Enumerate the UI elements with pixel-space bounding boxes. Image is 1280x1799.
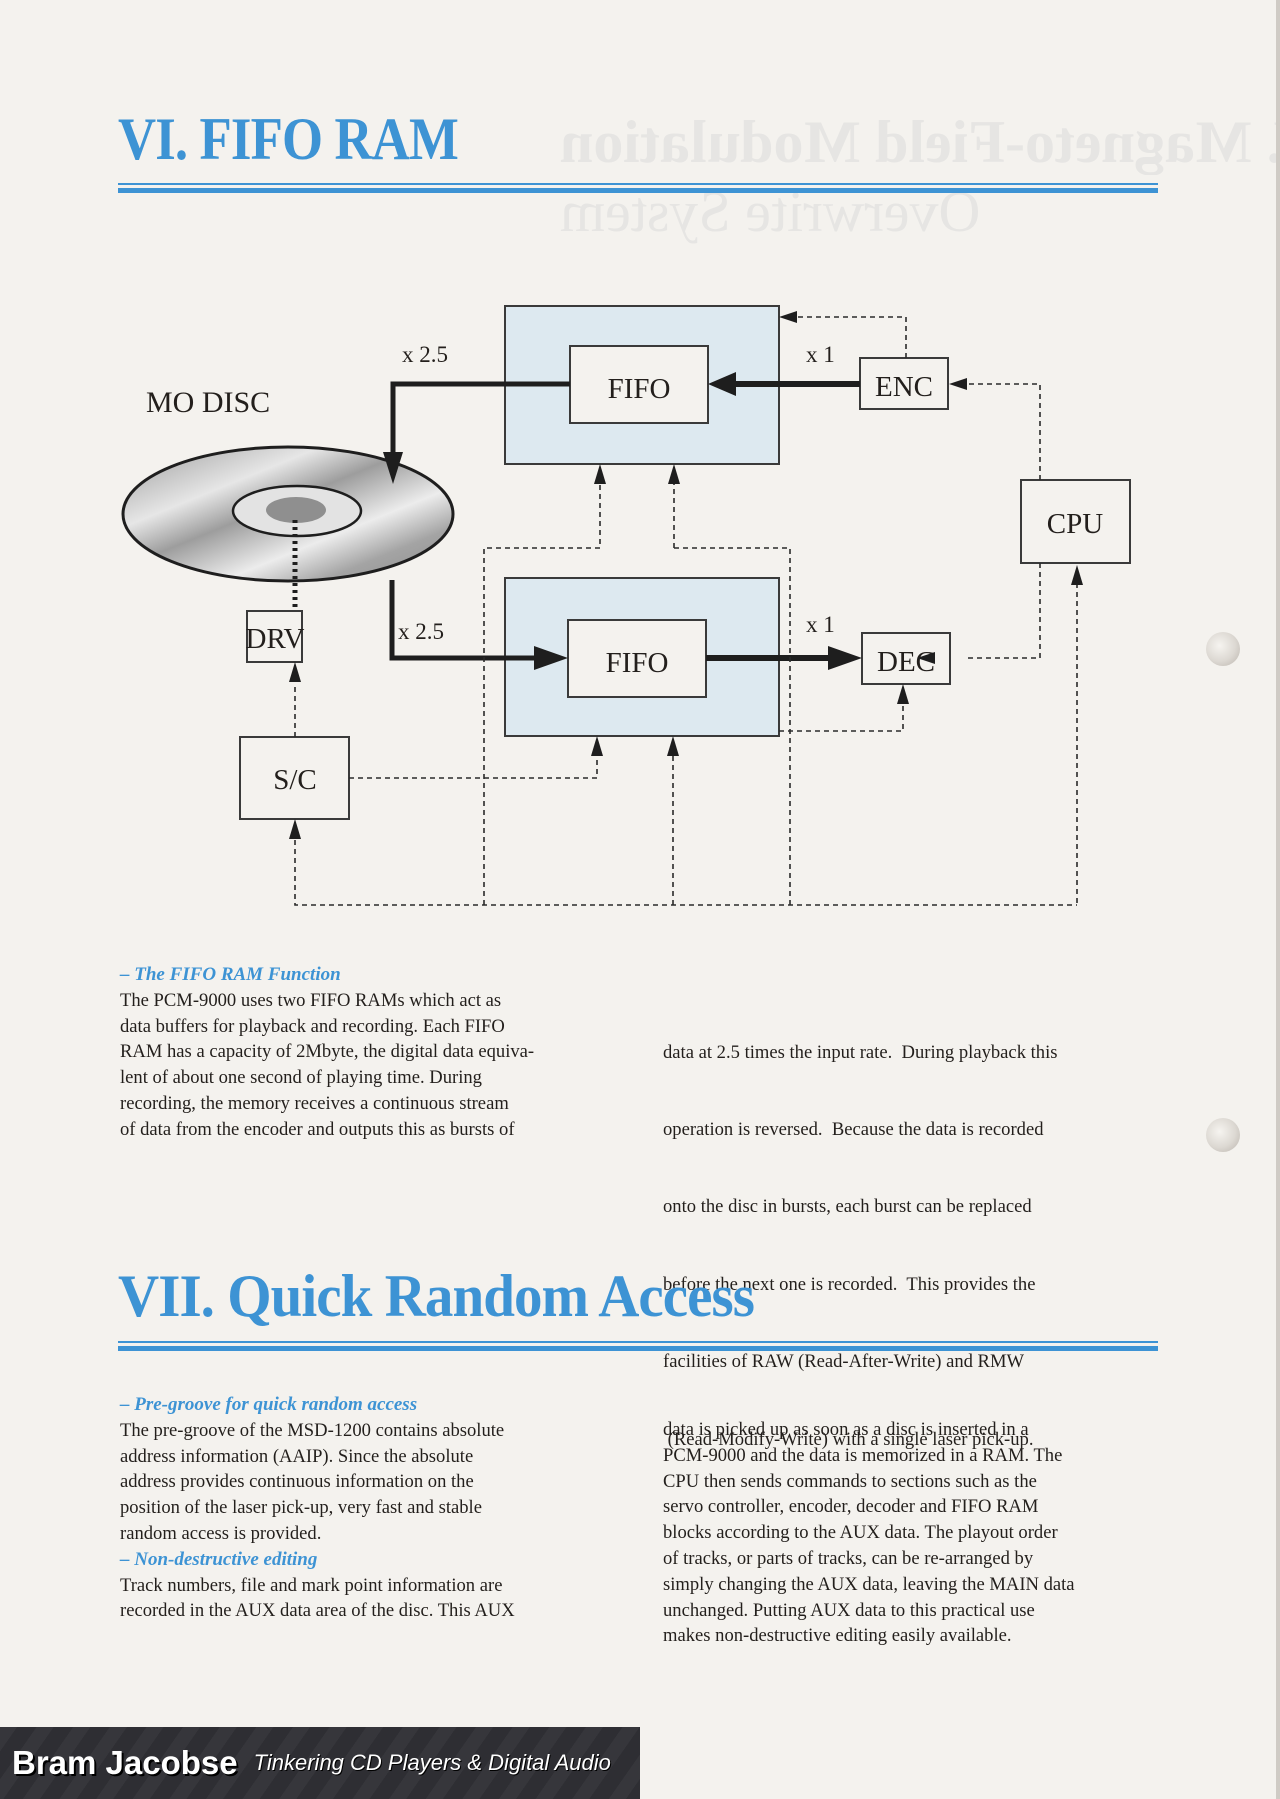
- section-6-title: VI. FIFO RAM: [118, 106, 459, 172]
- text-line: (Read-Modify-Write) with a single laser …: [663, 1428, 1034, 1450]
- cpu-label: CPU: [1047, 508, 1103, 540]
- text-line: recorded in the AUX data area of the dis…: [120, 1600, 515, 1622]
- mo-disc-label: MO DISC: [146, 386, 270, 419]
- page-edge: [1276, 0, 1280, 1799]
- sc-label: S/C: [273, 764, 317, 796]
- text-line: data at 2.5 times the input rate. During…: [663, 1041, 1058, 1063]
- watermark-tagline: Tinkering CD Players & Digital Audio: [253, 1750, 611, 1775]
- text-line: of tracks, or parts of tracks, can be re…: [663, 1547, 1034, 1569]
- text-line: of data from the encoder and outputs thi…: [120, 1118, 515, 1140]
- text-line: Track numbers, file and mark point infor…: [120, 1574, 503, 1596]
- section-7-right-column: data is picked up as soon as a disc is i…: [663, 1417, 1163, 1649]
- text-line: RAM has a capacity of 2Mbyte, the digita…: [120, 1041, 535, 1063]
- fifo-bottom-box: [567, 619, 707, 698]
- fifo-top-label: FIFO: [608, 373, 671, 405]
- fifo-block-diagram: MO DISC FIFO FIFO ENC CPU DEC DRV S/C x …: [121, 305, 1131, 906]
- text-line: CPU then sends commands to sections such…: [663, 1470, 1037, 1492]
- text-line: position of the laser pick-up, very fast…: [120, 1497, 482, 1519]
- watermark-name: Bram Jacobse: [12, 1744, 238, 1781]
- fifo-bottom-label: FIFO: [606, 647, 669, 679]
- enc-box: [859, 357, 949, 410]
- text-line: PCM-9000 and the data is memorized in a …: [663, 1444, 1063, 1466]
- text-line: operation is reversed. Because the data …: [663, 1118, 1044, 1140]
- fifo-top-box: [569, 345, 709, 424]
- section-7-left-column: – Pre-groove for quick random access The…: [120, 1392, 620, 1624]
- rate-top-disc: x 2.5: [402, 342, 448, 367]
- mo-disc-icon: [121, 445, 455, 583]
- text-line: The pre-groove of the MSD-1200 contains …: [120, 1419, 505, 1441]
- rate-top-enc: x 1: [806, 342, 835, 367]
- binder-hole-top: [1206, 632, 1240, 666]
- control-arrowheads: [289, 311, 1083, 839]
- section-7-title: VII. Quick Random Access: [118, 1263, 755, 1329]
- section-7-subheading-editing: – Non-destructive editing: [120, 1548, 318, 1570]
- dec-label: DEC: [877, 646, 935, 678]
- text-line: onto the disc in bursts, each burst can …: [663, 1196, 1032, 1218]
- text-line: facilities of RAW (Read-After-Write) and…: [663, 1351, 1025, 1373]
- text-line: random access is provided.: [120, 1522, 322, 1544]
- text-line: simply changing the AUX data, leaving th…: [663, 1573, 1075, 1595]
- section-7-subheading-pregroove: – Pre-groove for quick random access: [120, 1394, 418, 1415]
- rate-bottom-disc: x 2.5: [398, 619, 444, 644]
- data-path-top-fifo-to-disc: [383, 381, 570, 484]
- data-path-disc-to-bottom-fifo: [389, 580, 568, 670]
- drv-label: DRV: [246, 623, 305, 655]
- text-line: before the next one is recorded. This pr…: [663, 1273, 1036, 1295]
- control-lines: [294, 316, 1078, 906]
- text-line: data buffers for playback and recording.…: [120, 1015, 505, 1037]
- text-line: recording, the memory receives a continu…: [120, 1092, 509, 1114]
- section-6-right-column: data at 2.5 times the input rate. During…: [663, 988, 1163, 1478]
- cpu-box: [1020, 479, 1131, 564]
- text-line: makes non-destructive editing easily ava…: [663, 1625, 1012, 1647]
- section-6-rule: [118, 183, 1158, 193]
- section-7-rule: [118, 1341, 1158, 1351]
- text-line: The PCM-9000 uses two FIFO RAMs which ac…: [120, 989, 502, 1011]
- data-path-enc-to-top-fifo: [708, 372, 860, 396]
- text-line: address provides continuous information …: [120, 1471, 474, 1493]
- text-line: data is picked up as soon as a disc is i…: [663, 1419, 1029, 1440]
- section-6-left-column: – The FIFO RAM Function The PCM-9000 use…: [120, 962, 620, 1143]
- text-line: blocks according to the AUX data. The pl…: [663, 1522, 1058, 1544]
- text-line: unchanged. Putting AUX data to this prac…: [663, 1599, 1035, 1621]
- section-6-subheading: – The FIFO RAM Function: [120, 964, 341, 985]
- text-line: servo controller, encoder, decoder and F…: [663, 1496, 1039, 1518]
- rate-bottom-dec: x 1: [806, 612, 835, 637]
- binder-hole-bottom: [1206, 1118, 1240, 1152]
- data-path-bottom-fifo-to-dec: [706, 646, 862, 670]
- text-line: lent of about one second of playing time…: [120, 1067, 482, 1089]
- watermark-banner: Bram Jacobse Tinkering CD Players & Digi…: [0, 1727, 640, 1799]
- text-line: address information (AAIP). Since the ab…: [120, 1445, 474, 1467]
- enc-label: ENC: [875, 371, 933, 403]
